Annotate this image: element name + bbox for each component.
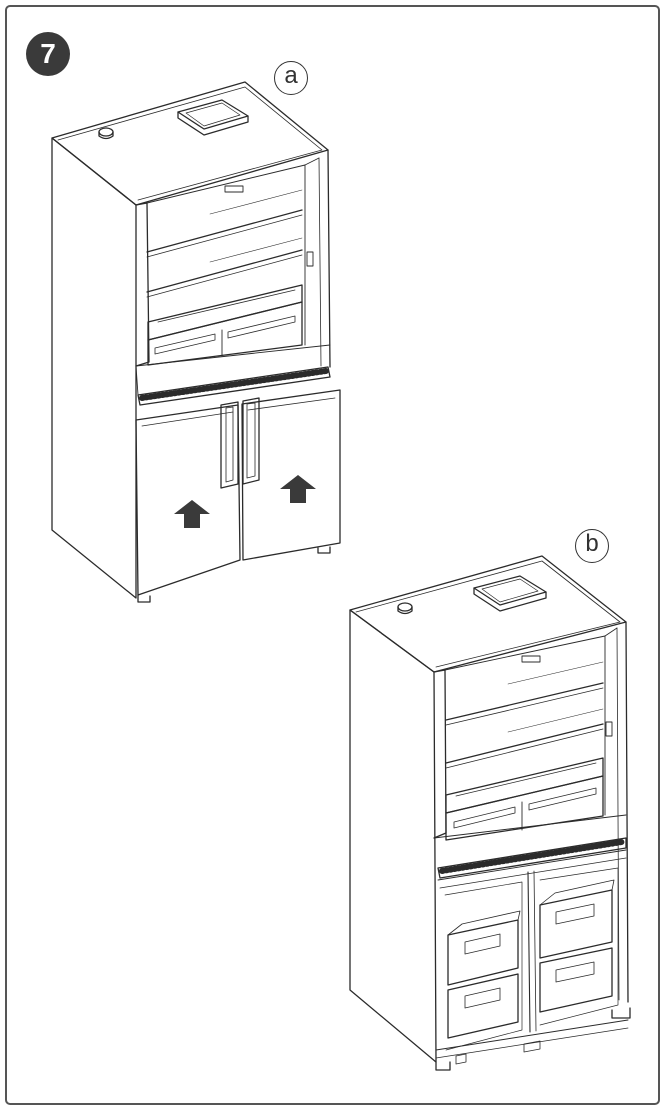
fridge-a-right-door: [242, 390, 340, 560]
fridge-a-door-handles: [221, 398, 259, 488]
callout-a: a: [274, 61, 308, 95]
fridge-b-shelves: [446, 662, 603, 768]
fridge-a-left-door: [136, 405, 240, 595]
fridge-b-rear-foot: [612, 1008, 630, 1018]
step-number-badge: 7: [26, 32, 70, 76]
fridge-a-vent-grille: [138, 367, 330, 405]
fridge-a: [52, 82, 340, 602]
fridge-b-side-panel: [350, 610, 436, 1062]
fridge-b-freezer-drawers-left: [448, 911, 520, 1038]
fridge-b-vent-grille: [438, 838, 626, 878]
fridge-a-rear-foot: [318, 547, 330, 553]
fridge-b-front-foot: [436, 1062, 450, 1070]
callout-a-label: a: [284, 62, 298, 89]
callout-b-label: b: [585, 530, 599, 557]
fridge-b-fresh-drawers: [446, 758, 603, 840]
fridge-b: [350, 556, 630, 1070]
arrow-up-icon: [280, 475, 316, 503]
fridge-a-side-panel: [52, 138, 136, 598]
illustration-frame: [5, 5, 660, 1105]
step-number: 7: [40, 38, 56, 69]
arrow-up-icon: [174, 500, 210, 528]
fridge-a-fresh-drawers: [148, 285, 302, 365]
fridge-b-hinge-cover: [398, 603, 412, 611]
fridge-a-shelves: [147, 190, 302, 297]
fridge-a-front-foot: [138, 595, 150, 602]
fridge-a-hinge-cover: [99, 128, 113, 136]
fridge-a-top: [52, 82, 328, 205]
callout-b: b: [575, 529, 609, 563]
fridge-b-freezer-drawers-right: [540, 880, 614, 1012]
